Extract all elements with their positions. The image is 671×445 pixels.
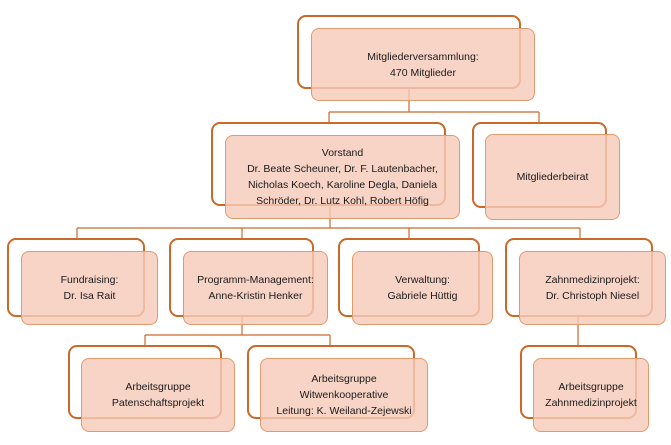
node-title: Fundraising: — [60, 274, 119, 286]
node-ag-zahnmedizin[interactable]: Arbeitsgruppe Zahnmedizinprojekt — [533, 358, 649, 432]
node-programm-management[interactable]: Programm-Management: Anne-Kristin Henker — [183, 251, 328, 325]
node-subtitle: Patenschaftsprojekt — [111, 397, 205, 409]
node-vorstand[interactable]: Vorstand Dr. Beate Scheuner, Dr. F. Laut… — [225, 135, 460, 219]
node-zahnmedizinprojekt[interactable]: Zahnmedizinprojekt: Dr. Christoph Niesel — [519, 251, 666, 325]
node-members-line: Dr. Beate Scheuner, Dr. F. Lautenbacher, — [247, 163, 438, 175]
node-subtitle: Gabriele Hüttig — [387, 290, 458, 302]
node-members-line: Nicholas Koech, Karoline Degla, Daniela — [247, 179, 438, 191]
node-subtitle: Dr. Isa Rait — [63, 290, 116, 302]
node-mitgliederversammlung[interactable]: Mitgliederversammlung: 470 Mitglieder — [311, 28, 535, 101]
node-title: Arbeitsgruppe — [558, 381, 624, 393]
node-title: Programm-Management: — [197, 274, 314, 286]
node-title: Arbeitsgruppe — [311, 373, 377, 385]
node-subtitle: Anne-Kristin Henker — [208, 290, 303, 302]
node-subtitle: Witwenkooperative — [299, 389, 389, 401]
node-lead: Leitung: K. Weiland-Zejewski — [276, 405, 412, 417]
node-title: Verwaltung: — [395, 274, 450, 286]
node-members-line: Schröder, Dr. Lutz Kohl, Robert Höfig — [256, 195, 429, 207]
node-fundraising[interactable]: Fundraising: Dr. Isa Rait — [21, 251, 158, 325]
node-ag-patenschaft[interactable]: Arbeitsgruppe Patenschaftsprojekt — [81, 358, 235, 432]
node-title: Mitgliederversammlung: — [367, 50, 479, 63]
node-title: Arbeitsgruppe — [125, 381, 191, 393]
node-subtitle: Dr. Christoph Niesel — [545, 290, 640, 302]
node-subtitle: Zahnmedizinprojekt — [545, 397, 637, 409]
node-verwaltung[interactable]: Verwaltung: Gabriele Hüttig — [352, 251, 493, 325]
node-subtitle: 470 Mitglieder — [390, 66, 456, 79]
node-title: Zahnmedizinprojekt: — [545, 274, 640, 286]
node-ag-witwen[interactable]: Arbeitsgruppe Witwenkooperative Leitung:… — [260, 358, 428, 432]
node-title: Mitgliederbeirat — [516, 171, 589, 183]
node-title: Vorstand — [321, 147, 364, 159]
node-mitgliederbeirat[interactable]: Mitgliederbeirat — [485, 134, 620, 220]
